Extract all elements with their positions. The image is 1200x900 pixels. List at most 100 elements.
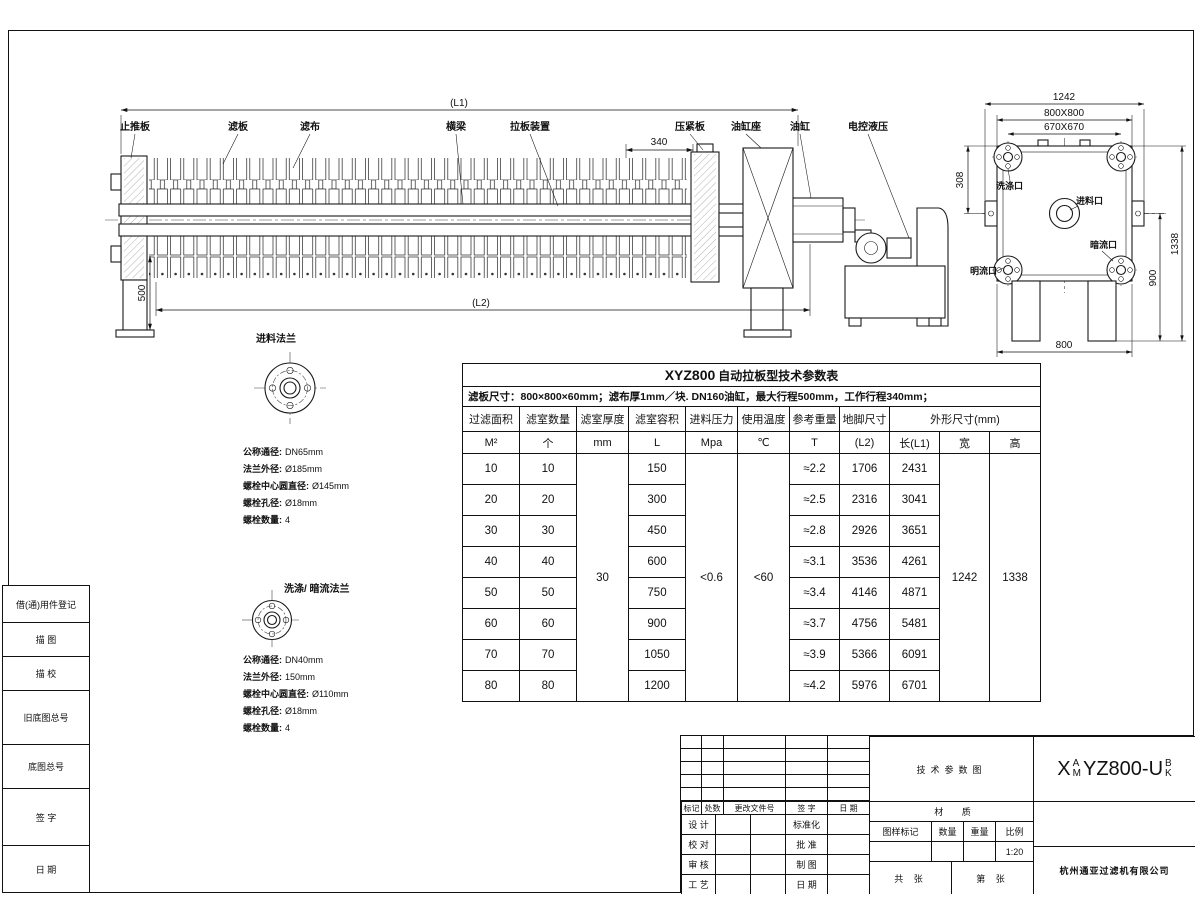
role-draft: 制 图: [785, 854, 827, 874]
table-subtitle: 滤板尺寸：800×800×60mm；滤布厚1mm／块. DN160油缸，最大行程…: [462, 386, 1041, 407]
callout-filter-cloth: 滤布: [300, 120, 320, 133]
dim-340: 340: [625, 137, 694, 158]
dim-500: 500: [137, 255, 152, 330]
mark-label: 图样标记: [869, 821, 931, 841]
callout-thrust-plate: 止推板: [120, 120, 151, 133]
corner-port-bottom-right: [1106, 255, 1136, 285]
oil-cylinder: [792, 197, 844, 243]
leg-right: [1087, 280, 1117, 342]
beam-end-right: [1131, 200, 1145, 227]
callout-oil-cylinder: 油缸: [790, 120, 810, 133]
bolt-hole: [254, 616, 262, 624]
margin-block-label: 底图总号: [27, 762, 64, 772]
role-approve: 批 准: [785, 834, 827, 854]
spec-row: 公称通径:DN40mm: [243, 655, 324, 665]
feed-flange-title: 进料法兰: [256, 334, 296, 345]
margin-block-label: 描 图: [35, 635, 57, 645]
margin-block-label: 旧底图总号: [23, 713, 69, 723]
callout-pressing-plate: 压紧板: [675, 120, 706, 133]
margin-block-label: 描 校: [35, 669, 57, 679]
margin-block-label: 日 期: [35, 864, 57, 875]
dim-900: 900: [1144, 213, 1164, 341]
spec-row: 法兰外径:150mm: [243, 672, 316, 682]
margin-block-old-master-no: 旧底图总号: [2, 690, 90, 745]
rear-leg: [750, 287, 784, 331]
spec-row: 法兰外径:Ø185mm: [243, 464, 323, 474]
wash-flange-title: 洗涤/ 暗流法兰: [284, 584, 350, 595]
svg-text:500: 500: [137, 284, 148, 301]
piston-rod: [718, 212, 744, 228]
table-unit-row: M² 个 mm L Mpa ℃ T (L2) 长(L1) 宽 高: [462, 431, 1041, 454]
margin-block-tracing: 描 图: [2, 622, 90, 657]
feed-stub: [110, 173, 122, 191]
corner-port-bottom-left: [993, 255, 1023, 285]
rev-header-doc-no: 更改文件号: [723, 801, 785, 814]
dim-1338: 1338: [1116, 145, 1186, 342]
margin-block-signature: 签 字: [2, 788, 90, 846]
spec-row: 螺栓孔径:Ø18mm: [243, 498, 318, 508]
margin-block-borrow-record: 借(通)用件登记: [2, 585, 90, 623]
margin-block-tracing-check: 描 校: [2, 656, 90, 691]
rev-header-date: 日 期: [827, 801, 869, 814]
filter-plate-stack-bottom: [149, 236, 687, 278]
port-labels: 洗涤口 进料口 暗流口 明流口: [970, 168, 1117, 276]
label-open-outlet: 明流口: [970, 265, 997, 276]
role-design: 设 计: [681, 814, 715, 834]
bolt-hole: [268, 384, 276, 392]
svg-text:1242: 1242: [1053, 92, 1076, 103]
dim-1242: 1242: [984, 92, 1145, 200]
svg-text:900: 900: [1148, 269, 1159, 286]
corner-port-top-right: [1106, 142, 1136, 172]
side-view-drawing: (L1) 340 (L2) 500 止推板 滤板 滤布 横梁 拉板装置 压紧板 …: [105, 98, 949, 338]
label-feed-port: 进料口: [1076, 195, 1103, 206]
bolt-hole: [286, 401, 294, 409]
rev-header-signature: 签 字: [785, 801, 827, 814]
role-standardization: 标准化: [785, 814, 827, 834]
svg-text:1338: 1338: [1170, 232, 1181, 255]
lower-beam: [118, 223, 776, 237]
part-callouts: 止推板 滤板 滤布 横梁 拉板装置 压紧板 油缸座 油缸 电控液压: [120, 120, 910, 239]
outlet-stub: [110, 245, 122, 263]
rev-header-count: 处数: [701, 801, 723, 814]
sheet-border: [8, 30, 1194, 893]
beam-end-left: [984, 200, 998, 227]
role-review: 审 核: [681, 854, 715, 874]
callout-hydraulic-control: 电控液压: [848, 120, 888, 133]
feed-flange-specs: 公称通径:DN65mm 法兰外径:Ø185mm 螺栓中心圆直径:Ø145mm 螺…: [243, 444, 349, 529]
role-date: 日 期: [785, 874, 827, 894]
scale-value: 1:20: [995, 841, 1033, 861]
oil-tank: [844, 265, 946, 319]
dim-800-base: 800: [996, 284, 1133, 357]
spec-row: 螺栓中心圆直径:Ø145mm: [243, 481, 350, 491]
table-header-row: 过滤面积 滤室数量 滤室厚度 滤室容积 进料压力 使用温度 参考重量 地脚尺寸 …: [462, 406, 1041, 432]
svg-text:800X800: 800X800: [1044, 108, 1084, 119]
front-leg: [122, 279, 148, 331]
wash-flange-drawing: [242, 590, 302, 650]
spec-row: 螺栓数量:4: [243, 723, 291, 733]
bolt-hole: [268, 630, 276, 638]
title-block: 标记 处数 更改文件号 签 字 日 期 设 计 标准化 校 对 批 准 审 核 …: [680, 735, 1195, 894]
machine-body: [110, 143, 949, 338]
pump: [886, 237, 912, 259]
callout-beam: 横梁: [446, 120, 467, 133]
role-check: 校 对: [681, 834, 715, 854]
scale-label: 比例: [995, 821, 1033, 841]
material-label: 材 质: [869, 801, 1033, 821]
spec-row: 公称通径:DN65mm: [243, 447, 324, 457]
spec-row: 螺栓数量:4: [243, 515, 291, 525]
bolt-hole: [268, 602, 276, 610]
end-plate-body: [984, 139, 1145, 342]
sheet-number: 第 张: [951, 861, 1033, 894]
company-name: 杭州通亚过滤机有限公司: [1033, 846, 1195, 894]
label-dark-outlet: 暗流口: [1090, 239, 1117, 250]
motor-icon: [855, 232, 887, 264]
svg-text:(L1): (L1): [450, 98, 468, 109]
